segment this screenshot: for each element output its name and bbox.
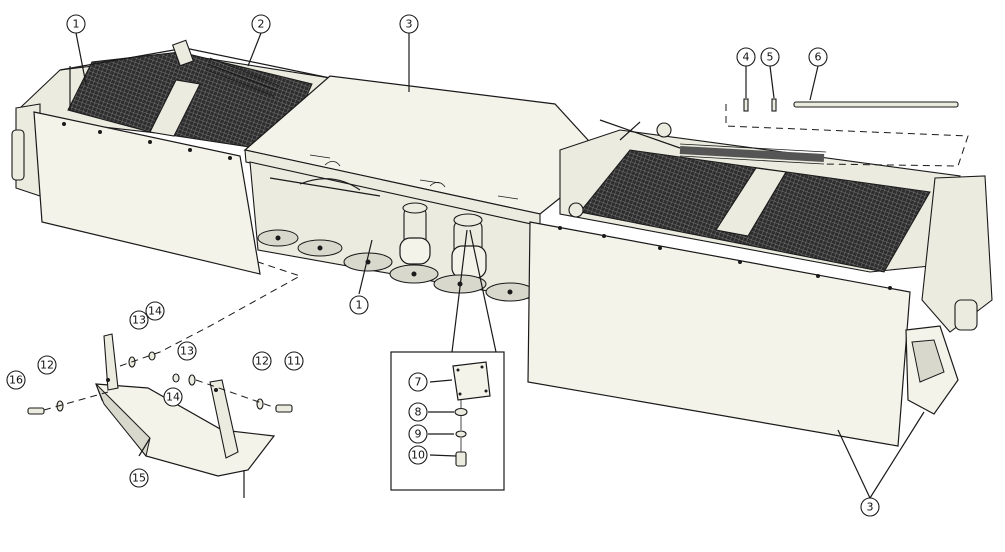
callout-12-a: 12	[37, 355, 57, 375]
svg-text:10: 10	[411, 449, 425, 462]
callout-6: 6	[808, 47, 828, 67]
callout-12-b: 12	[252, 351, 272, 371]
hardware-bolts	[27, 261, 302, 415]
svg-text:12: 12	[255, 355, 269, 368]
svg-text:6: 6	[815, 51, 822, 64]
svg-text:2: 2	[258, 18, 265, 31]
svg-text:7: 7	[415, 376, 422, 389]
center-cover-3	[243, 75, 589, 227]
svg-text:5: 5	[767, 51, 774, 64]
svg-text:13: 13	[132, 314, 146, 327]
callout-14-a: 14	[145, 301, 165, 321]
svg-text:1: 1	[73, 18, 80, 31]
callout-13-b: 13	[177, 341, 197, 361]
callout-15: 15	[129, 468, 149, 488]
svg-text:13: 13	[180, 345, 194, 358]
guard-15	[95, 333, 276, 498]
callout-1-top: 1	[66, 14, 86, 34]
svg-text:16: 16	[9, 374, 23, 387]
callout-11: 11	[284, 351, 304, 371]
pin-assembly	[725, 98, 969, 167]
svg-text:14: 14	[148, 305, 162, 318]
right-spring	[679, 143, 827, 165]
callout-5: 5	[760, 47, 780, 67]
callout-8: 8	[408, 402, 428, 422]
callout-10: 10	[408, 445, 428, 465]
callout-4: 4	[736, 47, 756, 67]
left-front-panel	[33, 111, 261, 275]
callouts: 1 2 3 4 5 6 1 14 13 13 14 12 12 11 16 15…	[6, 14, 880, 517]
callout-1-mid: 1	[349, 295, 369, 315]
svg-text:8: 8	[415, 406, 422, 419]
callout-2: 2	[251, 14, 271, 34]
callout-3-bottom: 3	[860, 497, 880, 517]
callout-13-a: 13	[129, 310, 149, 330]
svg-text:1: 1	[356, 299, 363, 312]
left-frame	[11, 39, 331, 275]
callout-9: 9	[408, 424, 428, 444]
svg-text:12: 12	[40, 359, 54, 372]
svg-text:9: 9	[415, 428, 422, 441]
callout-3-top: 3	[399, 14, 419, 34]
svg-text:15: 15	[132, 472, 146, 485]
detail-inset	[390, 229, 505, 491]
leader-lines	[75, 32, 925, 499]
callout-16: 16	[6, 370, 26, 390]
svg-text:3: 3	[406, 18, 413, 31]
svg-text:11: 11	[287, 355, 301, 368]
svg-text:14: 14	[166, 391, 180, 404]
callout-14-b: 14	[163, 387, 183, 407]
svg-text:4: 4	[743, 51, 750, 64]
right-front-panel	[527, 221, 911, 447]
callout-7: 7	[408, 372, 428, 392]
spring-2	[171, 39, 281, 97]
right-frame	[527, 119, 993, 447]
svg-text:3: 3	[867, 501, 874, 514]
